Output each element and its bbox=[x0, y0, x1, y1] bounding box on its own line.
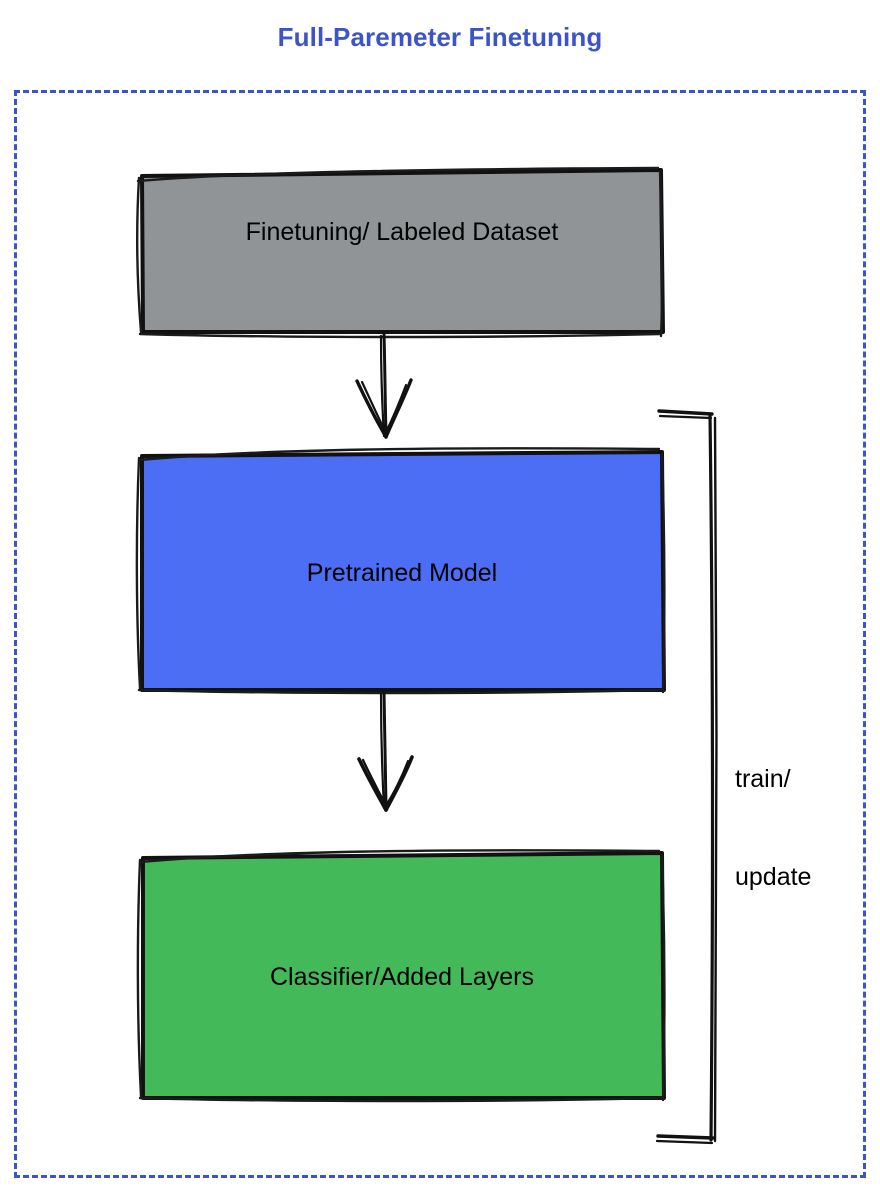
dashed-scope-frame bbox=[14, 90, 866, 1178]
node-classifier-label: Classifier/Added Layers bbox=[269, 963, 534, 991]
edge-label-train-update: train/ update bbox=[735, 698, 855, 958]
page-title: Full-Paremeter Finetuning bbox=[277, 22, 603, 52]
edge-label-train-line2: update bbox=[735, 862, 812, 891]
node-pretrained-model-label: Pretrained Model bbox=[306, 559, 498, 587]
edge-label-train-line1: train/ bbox=[735, 765, 791, 793]
node-dataset-label: Finetuning/ Labeled Dataset bbox=[245, 218, 559, 246]
